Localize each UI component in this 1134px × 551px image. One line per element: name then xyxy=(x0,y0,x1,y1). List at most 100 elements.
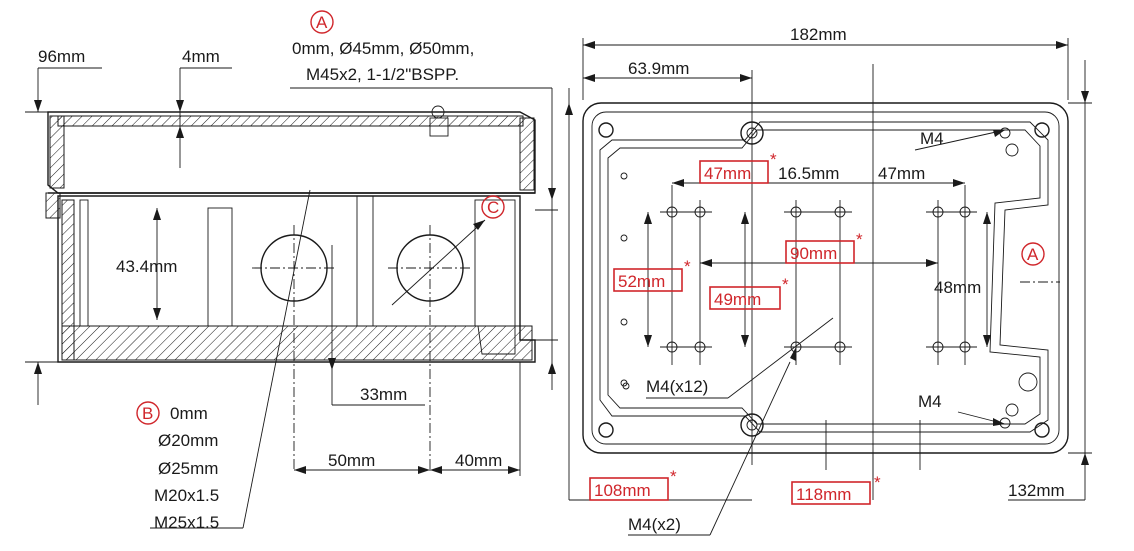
seam-clip-left xyxy=(45,192,61,219)
side-hole-3 xyxy=(620,318,628,326)
marker-a-circle xyxy=(310,10,334,34)
dim-118mm-label: 118mm xyxy=(796,485,851,504)
dim-47mm-left-label: 47mm xyxy=(704,164,751,183)
marker-a-label: A xyxy=(316,13,328,32)
m4-bottom-label: M4 xyxy=(918,392,942,411)
rib-2 xyxy=(207,207,233,327)
corner-screw-bl xyxy=(598,422,614,438)
marker-a-right-label: A xyxy=(1027,245,1039,264)
dim-96mm-label: 96mm xyxy=(38,47,85,66)
lid-hatch-right xyxy=(519,117,535,191)
dim108-arrow xyxy=(565,103,573,115)
plan-view: 182mm 63.9mm 47mm * 16.5mm 47mm 90mm * 5… xyxy=(565,25,1092,536)
inner-outline xyxy=(591,111,1060,445)
dim-48mm-label: 48mm xyxy=(934,278,981,297)
dim49-arrow-t xyxy=(741,212,749,224)
asterisk-108: * xyxy=(670,467,677,486)
outer-outline xyxy=(582,102,1069,454)
side-section-view: 96mm 4mm 43.4mm 33mm 50mm 40mm xyxy=(25,47,558,529)
asterisk-47: * xyxy=(770,150,777,169)
dim132-arrow-b xyxy=(1081,453,1089,465)
leader-b xyxy=(242,189,311,529)
dim47-arrow-r xyxy=(953,179,965,187)
rib-3 xyxy=(356,195,374,327)
dim-40mm-label: 40mm xyxy=(455,451,502,470)
lid-hatch-top xyxy=(57,115,524,127)
note-b: B 0mm Ø20mm Ø25mm M20x1.5 M25x1.5 xyxy=(136,401,219,532)
earth-top xyxy=(1005,143,1019,157)
m4x12-arrow xyxy=(790,347,796,361)
dim-49mm-box xyxy=(709,286,781,310)
marker-b-label: B xyxy=(142,404,153,423)
m4x2-label: M4(x2) xyxy=(628,515,681,534)
dim-43-4mm-label: 43.4mm xyxy=(116,257,177,276)
lock-ring xyxy=(1018,372,1038,392)
dim-50mm-label: 50mm xyxy=(328,451,375,470)
dim48-arrow-t xyxy=(983,212,991,224)
corner-screw-br xyxy=(1034,422,1050,438)
m4-top-leader xyxy=(914,129,1006,151)
dim-90mm-label: 90mm xyxy=(790,244,837,263)
dim47-arrow-l xyxy=(672,179,684,187)
dim48-arrow-b xyxy=(983,335,991,347)
m4-top-arrow xyxy=(993,130,1005,137)
dim-90mm-box xyxy=(785,240,855,264)
dim-47mm-right-label: 47mm xyxy=(878,164,925,183)
dim-132mm-label: 132mm xyxy=(1008,481,1065,500)
lid-tab-dot xyxy=(431,105,445,119)
side-hole-1 xyxy=(620,172,628,180)
dim50-arrow-l xyxy=(294,466,306,474)
foot-right xyxy=(477,325,516,355)
dim90-arrow-r xyxy=(926,259,938,267)
m4-bottom-arrow xyxy=(993,418,1005,426)
marker-c-label: C xyxy=(487,198,499,217)
m4x12-dot xyxy=(622,382,630,390)
dim-33mm-label: 33mm xyxy=(360,385,407,404)
rib-4 xyxy=(474,199,516,327)
dim40-arrow-r xyxy=(508,466,520,474)
dim639-arrow-l xyxy=(583,74,595,82)
base-hatch-bottom xyxy=(61,325,533,361)
dim182-arrow-l xyxy=(583,41,595,49)
dim-16-5mm-label: 16.5mm xyxy=(778,164,839,183)
note-b-line-1: 0mm xyxy=(170,404,208,423)
boss-top-small xyxy=(999,127,1011,139)
m4x2-leader xyxy=(709,361,791,536)
dim49-arrow-b xyxy=(741,335,749,347)
m4x12-label: M4(x12) xyxy=(646,377,708,396)
corner-screw-tl xyxy=(598,122,614,138)
corner-screw-tr xyxy=(1034,122,1050,138)
dim-108mm-box xyxy=(589,477,669,501)
lid-hatch-left xyxy=(49,115,65,189)
dim4-arrow-top xyxy=(176,100,184,112)
gasket-channel xyxy=(599,121,1049,433)
m4x12-leader xyxy=(727,317,834,399)
leader-c xyxy=(391,219,486,306)
screw-grid xyxy=(660,185,977,365)
note-a-line1: 0mm, Ø45mm, Ø50mm, xyxy=(292,39,474,58)
dim96-arrow-bot xyxy=(34,362,42,374)
dim-108mm-label: 108mm xyxy=(594,481,651,500)
m4-top-label: M4 xyxy=(920,129,944,148)
note-a-line2: M45x2, 1-1/2"BSPP. xyxy=(306,65,459,84)
dim-4mm-label: 4mm xyxy=(182,47,220,66)
dim-182mm-label: 182mm xyxy=(790,25,847,44)
asterisk-118: * xyxy=(874,473,881,492)
side-hole-2 xyxy=(620,234,628,242)
note-b-line-4: M20x1.5 xyxy=(154,486,219,505)
dim434-arrow-bot xyxy=(153,308,161,320)
dim132-arrow-t xyxy=(1081,91,1089,103)
note-a: A 0mm, Ø45mm, Ø50mm, M45x2, 1-1/2"BSPP. xyxy=(292,10,474,84)
marker-c-circle xyxy=(481,195,505,219)
gasket-channel-inner xyxy=(607,129,1041,425)
asterisk-90: * xyxy=(856,230,863,249)
dim52-arrow-t xyxy=(644,212,652,224)
rib-1 xyxy=(79,199,89,327)
dim33-arrow xyxy=(328,358,336,370)
dim-118mm-box xyxy=(791,481,871,505)
dim52-arrow-b xyxy=(644,335,652,347)
earth-bottom xyxy=(1005,403,1019,417)
dim-49mm-label: 49mm xyxy=(714,290,761,309)
dim-47mm-left-box xyxy=(699,160,769,184)
